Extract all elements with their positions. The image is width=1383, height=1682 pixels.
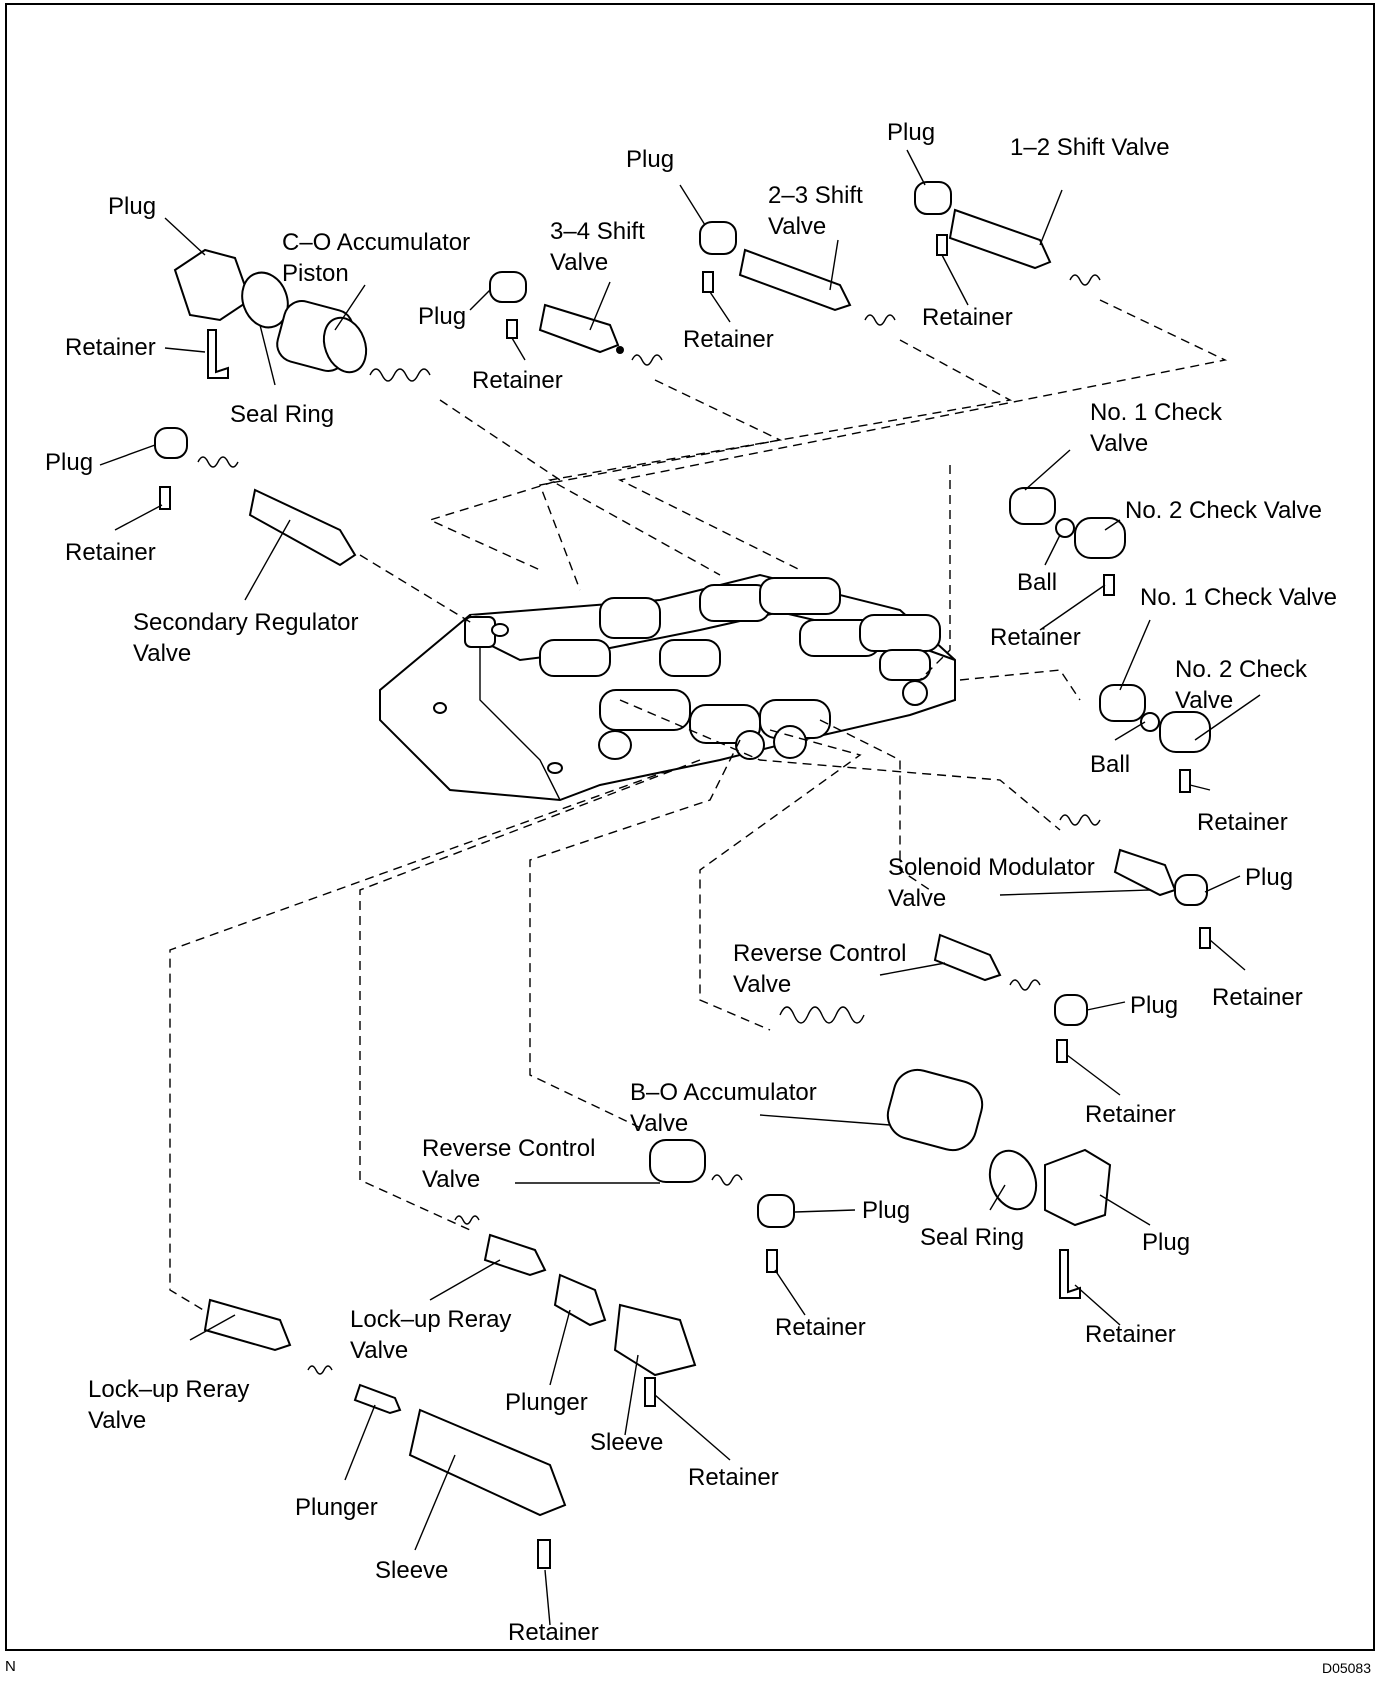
diagram-frame [5,3,1375,1651]
label-lockup-mid-1: Lock–up Reray [350,1306,511,1333]
label-plunger-mid: Plunger [505,1389,588,1416]
label-lockup-left-2: Valve [88,1407,146,1434]
assembly-guide-lines [169,299,1228,1321]
label-plug-solenoid: Plug [1245,864,1293,891]
corner-mark: N [5,1658,16,1675]
reverse-control-a-group [933,933,1088,1063]
label-sleeve-mid: Sleeve [590,1429,663,1456]
label-co-accumulator-1: C–O Accumulator [282,229,470,256]
label-retainer-solenoid: Retainer [1212,984,1303,1011]
label-no2check-b-2: Valve [1175,687,1233,714]
lockup-middle-group [454,1215,697,1407]
label-retainer-check-b: Retainer [1197,809,1288,836]
label-retainer-check-a: Retainer [990,624,1081,651]
label-retainer-bo: Retainer [1085,1321,1176,1348]
label-shift23-1: 2–3 Shift [768,182,863,209]
secondary-regulator-group [154,427,357,567]
label-co-accumulator-2: Piston [282,260,349,287]
label-retainer-left: Retainer [508,1619,599,1646]
label-no1check-a-1: No. 1 Check [1090,399,1223,426]
label-revctrl-a-1: Reverse Control [733,940,906,967]
label-no1check-b: No. 1 Check Valve [1140,584,1337,611]
label-plug-top-left: Plug [108,193,156,220]
label-revctrl-b-1: Reverse Control [422,1135,595,1162]
solenoid-modulator-group [1059,814,1211,949]
label-shift12: 1–2 Shift Valve [1010,134,1170,161]
shift-34-group [489,271,663,366]
label-ball-a: Ball [1017,569,1057,596]
check-valve-group-a [1009,487,1126,596]
shift-12-group [914,181,1101,286]
label-retainer-12: Retainer [922,304,1013,331]
leader-lines [99,149,1261,1626]
label-plug-revctrl-b: Plug [862,1197,910,1224]
label-plunger-left: Plunger [295,1494,378,1521]
label-sleeve-left: Sleeve [375,1557,448,1584]
label-secreg-2: Valve [133,640,191,667]
label-ball-b: Ball [1090,751,1130,778]
label-retainer-top-left: Retainer [65,334,156,361]
label-no1check-a-2: Valve [1090,430,1148,457]
label-retainer-23: Retainer [683,326,774,353]
label-bo-accumulator-1: B–O Accumulator [630,1079,817,1106]
label-plug-bo: Plug [1142,1229,1190,1256]
label-bo-accumulator-2: Valve [630,1110,688,1137]
co-accumulator-group [173,248,431,382]
figure-code: D05083 [1321,1660,1371,1676]
valve-body [379,573,956,802]
bo-accumulator-group [779,1006,1112,1299]
check-valve-group-b [1099,684,1211,793]
label-shift34-1: 3–4 Shift [550,218,645,245]
label-plug-secreg: Plug [45,449,93,476]
label-no2check-b-1: No. 2 Check [1175,656,1308,683]
label-revctrl-b-2: Valve [422,1166,480,1193]
label-plug-12: Plug [887,119,935,146]
label-retainer-revctrl-a: Retainer [1085,1101,1176,1128]
label-retainer-34: Retainer [472,367,563,394]
label-plug-34: Plug [418,303,466,330]
label-seal-ring-top: Seal Ring [230,401,334,428]
label-solenoid-2: Valve [888,885,946,912]
reverse-control-b-group [649,1139,795,1273]
lockup-left-group [203,1298,567,1569]
label-retainer-mid: Retainer [688,1464,779,1491]
label-shift34-2: Valve [550,249,608,276]
label-secreg-1: Secondary Regulator [133,609,358,636]
label-revctrl-a-2: Valve [733,971,791,998]
label-plug-revctrl-a: Plug [1130,992,1178,1019]
label-retainer-revctrl-b: Retainer [775,1314,866,1341]
label-shift23-2: Valve [768,213,826,240]
label-lockup-left-1: Lock–up Reray [88,1376,249,1403]
label-retainer-secreg: Retainer [65,539,156,566]
label-lockup-mid-2: Valve [350,1337,408,1364]
shift-23-group [699,221,896,326]
label-solenoid-1: Solenoid Modulator [888,854,1095,881]
label-no2check-a: No. 2 Check Valve [1125,497,1322,524]
label-seal-ring-bottom: Seal Ring [920,1224,1024,1251]
part-labels: Plug Retainer Seal Ring C–O Accumulator … [45,119,1337,1646]
label-plug-23: Plug [626,146,674,173]
